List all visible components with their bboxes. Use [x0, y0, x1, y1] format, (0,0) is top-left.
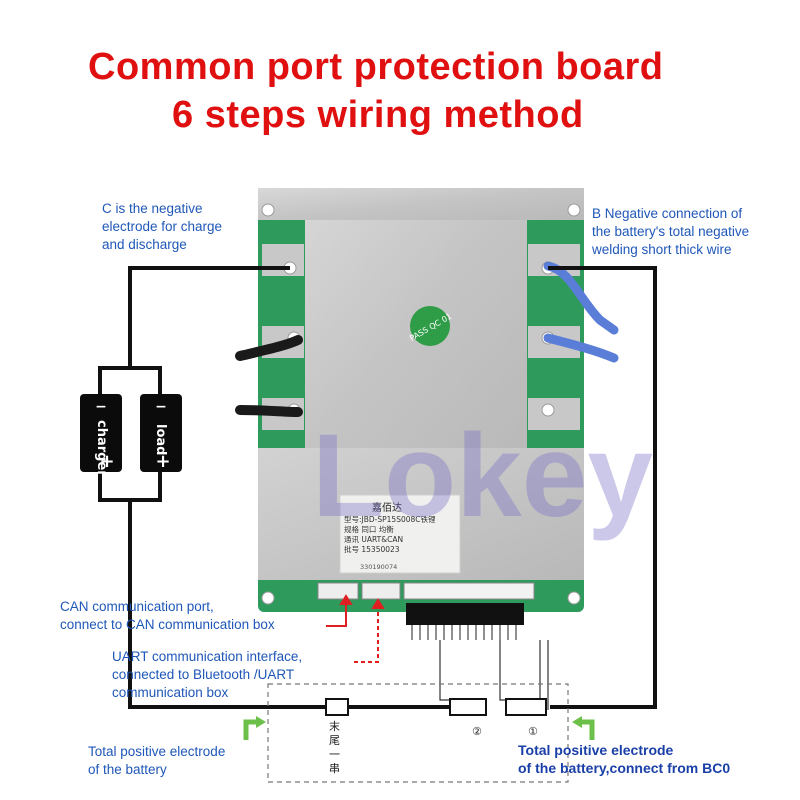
charger-plus-label: + — [99, 451, 114, 472]
annotation-line: connect to CAN communication box — [60, 617, 275, 632]
annotation-line: welding short thick wire — [592, 242, 732, 257]
annotation-line: and discharge — [102, 237, 187, 252]
screw-hole — [541, 403, 555, 417]
charger-label: charger — [94, 420, 109, 477]
annotation-total-positive-right: Total positive electrode of the battery,… — [518, 741, 730, 777]
cell-2-label: ② — [472, 725, 482, 738]
spec-line: 型号:JBD-SP15S008C铁锂 — [344, 515, 436, 524]
annotation-line: B Negative connection of — [592, 206, 743, 221]
annotation-line: Total positive electrode — [88, 744, 226, 759]
blue-cable-2 — [543, 333, 619, 363]
terminal-pad-6 — [528, 398, 580, 430]
product-label-specs: 型号:JBD-SP15S008C铁锂 规格 同口 均衡 通讯 UART&CAN … — [344, 515, 436, 555]
spec-line: 通讯 UART&CAN — [344, 535, 404, 544]
uart-arrow — [354, 604, 379, 663]
cell-last-label: 末尾一串 — [329, 720, 340, 775]
annotation-line: electrode for charge — [102, 219, 223, 234]
annotation-line: UART communication interface, — [112, 649, 303, 664]
green-arrow-left — [243, 719, 258, 740]
terminal-c-pad — [262, 244, 304, 276]
black-cable-2 — [235, 405, 303, 417]
annotation-line: CAN communication port, — [60, 599, 214, 614]
annotation-line: C is the negative — [102, 201, 203, 216]
screw-hole — [261, 591, 275, 605]
screw-hole — [567, 591, 581, 605]
can-connector — [317, 582, 359, 600]
charger-device — [80, 394, 122, 472]
cell-1-label: ① — [528, 725, 538, 738]
annotation-line: Total positive electrode — [518, 742, 674, 758]
watermark: Lokey — [312, 410, 654, 542]
annotation-c-negative: C is the negative electrode for charge a… — [102, 200, 222, 254]
green-arrow-right — [580, 719, 595, 740]
balance-connector — [403, 582, 535, 600]
annotation-total-positive-left: Total positive electrode of the battery — [88, 743, 225, 779]
product-label — [339, 494, 461, 574]
spec-line: 批号 15350023 — [344, 545, 400, 554]
annotation-line: communication box — [112, 685, 229, 700]
screw-hole — [567, 203, 581, 217]
annotation-line: of the battery,connect from BC0 — [518, 760, 731, 776]
annotation-can-port: CAN communication port, connect to CAN c… — [60, 598, 275, 634]
cell-2 — [449, 698, 487, 716]
black-cable-1 — [235, 335, 303, 361]
load-device — [140, 394, 182, 472]
battery-pack-outline — [267, 683, 569, 783]
load-minus-label: − — [155, 399, 167, 415]
annotation-uart: UART communication interface, connected … — [112, 648, 302, 702]
wiring-loop — [98, 266, 657, 709]
heatsink-top-strip — [258, 188, 584, 220]
screw-hole — [261, 203, 275, 217]
annotation-line: connected to Bluetooth /UART — [112, 667, 295, 682]
balance-harness — [406, 603, 524, 625]
charger-minus-label: − — [95, 399, 107, 415]
product-label-brand: 嘉佰达 — [372, 503, 402, 514]
qc-badge — [410, 306, 450, 346]
load-label: load — [153, 424, 168, 455]
annotation-line: the battery's total negative — [592, 224, 750, 239]
can-arrow — [326, 600, 347, 627]
product-label-serial: 330190074 — [360, 563, 398, 571]
title-line-2: 6 steps wiring method — [172, 94, 584, 136]
load-plus-label: + — [155, 451, 170, 472]
annotation-b-negative: B Negative connection of the battery's t… — [592, 205, 749, 259]
title-line-1: Common port protection board — [88, 46, 664, 88]
cell-1 — [505, 698, 547, 716]
spec-line: 规格 同口 均衡 — [344, 525, 394, 534]
uart-connector — [361, 582, 401, 600]
cell-last — [325, 698, 349, 716]
annotation-line: of the battery — [88, 762, 167, 777]
